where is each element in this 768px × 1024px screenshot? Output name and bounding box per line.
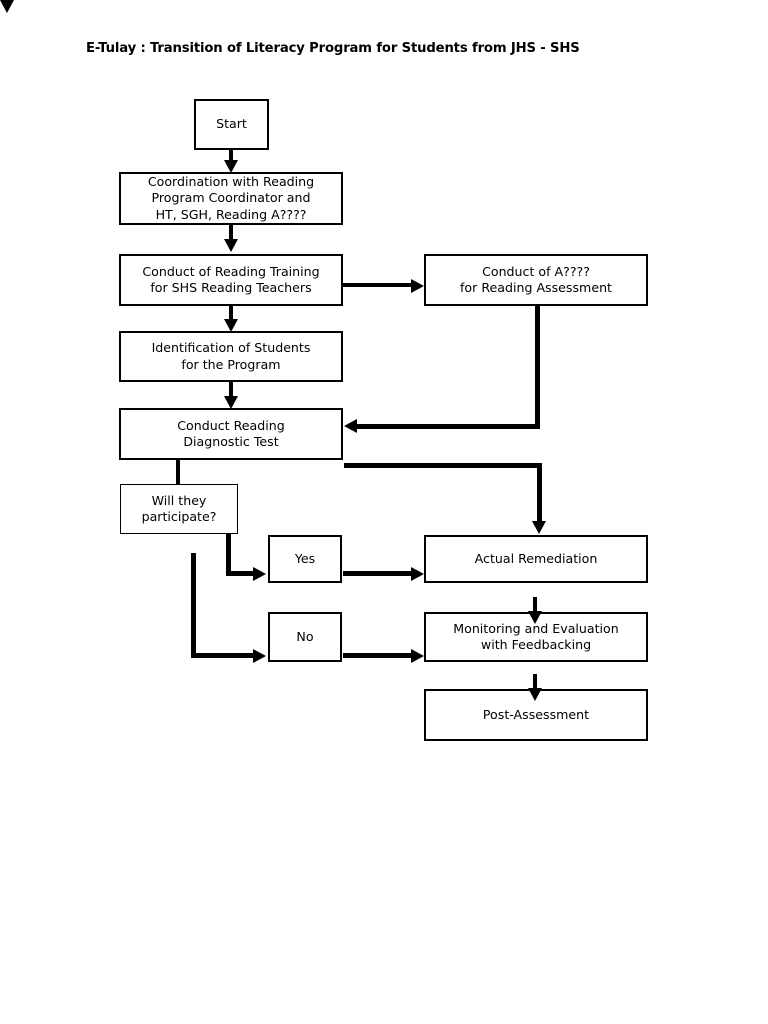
connector-start-to-coordination bbox=[229, 150, 233, 164]
connector-decision-to-no-horizontal bbox=[191, 653, 256, 658]
arrowhead-decision-to-yes bbox=[253, 566, 266, 581]
node-reading-assessment[interactable]: Conduct of A???? for Reading Assessment bbox=[424, 254, 648, 306]
connector-assessment-to-diagnostic-horizontal bbox=[357, 424, 540, 429]
node-actual-remediation[interactable]: Actual Remediation bbox=[424, 535, 648, 583]
connector-assessment-down bbox=[535, 306, 540, 429]
node-identification[interactable]: Identification of Students for the Progr… bbox=[119, 331, 343, 382]
arrowhead-decision-to-no bbox=[253, 648, 266, 663]
arrowhead-remediation-to-monitoring bbox=[527, 611, 542, 624]
node-yes[interactable]: Yes bbox=[268, 535, 342, 583]
connector-monitoring-to-post bbox=[533, 674, 537, 690]
arrowhead-diagnostic-to-decision bbox=[0, 0, 14, 13]
connector-decision-to-no-vertical bbox=[191, 553, 196, 658]
node-reading-training[interactable]: Conduct of Reading Training for SHS Read… bbox=[119, 254, 343, 306]
connector-diagnostic-to-decision bbox=[176, 460, 180, 485]
node-reading-assessment-label: Conduct of A???? for Reading Assessment bbox=[460, 263, 612, 295]
node-coordination-label: Coordination with Reading Program Coordi… bbox=[147, 174, 315, 222]
node-diagnostic-test[interactable]: Conduct Reading Diagnostic Test bbox=[119, 408, 343, 460]
node-identification-label: Identification of Students for the Progr… bbox=[151, 340, 311, 372]
node-diagnostic-test-label: Conduct Reading Diagnostic Test bbox=[177, 417, 285, 449]
arrowhead-assessment-to-diagnostic bbox=[344, 419, 357, 433]
arrowhead-training-to-assessment bbox=[411, 278, 424, 293]
node-actual-remediation-label: Actual Remediation bbox=[474, 550, 598, 566]
node-decision-participate-label: Will they participate? bbox=[141, 492, 217, 524]
page-title: E-Tulay : Transition of Literacy Program… bbox=[86, 41, 580, 56]
node-decision-participate[interactable]: Will they participate? bbox=[120, 484, 238, 534]
connector-decision-to-yes-vertical bbox=[226, 534, 231, 576]
arrowhead-coordination-to-training bbox=[223, 239, 238, 252]
arrowhead-training-to-identification bbox=[223, 319, 238, 332]
connector-decision-to-yes-horizontal bbox=[226, 571, 256, 576]
node-monitoring-evaluation-label: Monitoring and Evaluation with Feedbacki… bbox=[453, 620, 619, 652]
node-post-assessment-label: Post-Assessment bbox=[482, 706, 590, 722]
arrowhead-identification-to-diagnostic bbox=[223, 396, 238, 409]
connector-identification-to-diagnostic bbox=[229, 382, 233, 398]
node-yes-label: Yes bbox=[294, 550, 316, 566]
connector-diagnostic-to-remediation-horizontal bbox=[344, 463, 542, 468]
node-no[interactable]: No bbox=[268, 612, 342, 662]
node-no-label: No bbox=[296, 628, 314, 644]
connector-training-to-assessment bbox=[343, 283, 415, 287]
arrowhead-monitoring-to-post bbox=[527, 688, 542, 701]
arrowhead-yes-to-remediation bbox=[411, 566, 424, 581]
node-coordination[interactable]: Coordination with Reading Program Coordi… bbox=[119, 172, 343, 225]
connector-remediation-to-monitoring bbox=[533, 597, 537, 613]
node-start-label: Start bbox=[216, 116, 247, 132]
connector-no-to-monitoring bbox=[343, 653, 413, 658]
connector-yes-to-remediation bbox=[343, 571, 413, 576]
node-reading-training-label: Conduct of Reading Training for SHS Read… bbox=[142, 263, 320, 295]
connector-diagnostic-to-remediation-vertical bbox=[537, 463, 542, 525]
arrowhead-start-to-coordination bbox=[223, 160, 238, 173]
arrowhead-diagnostic-to-remediation bbox=[532, 521, 546, 534]
connector-training-to-identification bbox=[229, 306, 233, 322]
connector-coordination-to-training bbox=[229, 225, 233, 241]
arrowhead-no-to-monitoring bbox=[411, 648, 424, 663]
node-start[interactable]: Start bbox=[194, 99, 269, 150]
